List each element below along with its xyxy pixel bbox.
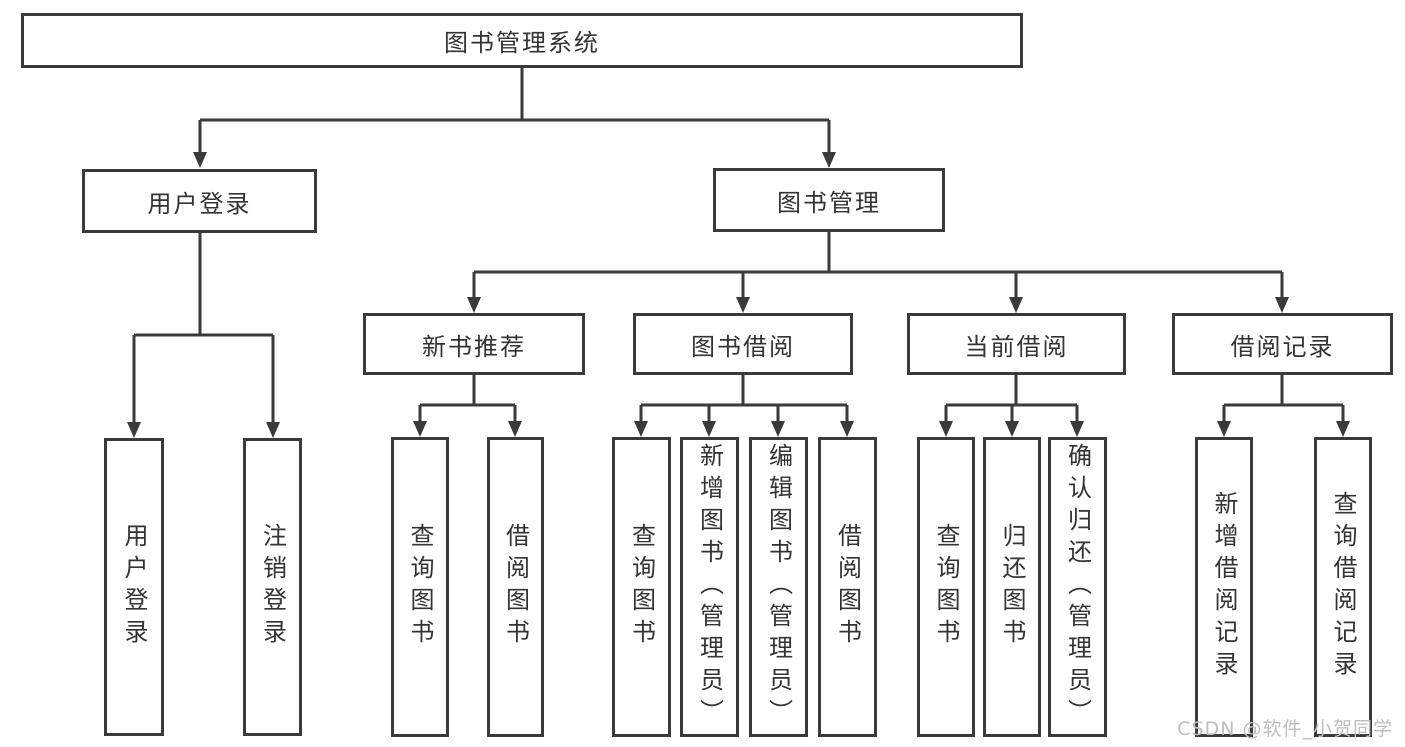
- node-label: 查询图书: [627, 523, 656, 651]
- node-edit-books-admin: 编辑图书（管理员）: [749, 437, 808, 737]
- node-label: 查询图书: [932, 523, 960, 651]
- node-label: 新增借阅记录: [1210, 491, 1238, 683]
- node-label: 用户登录: [120, 523, 148, 651]
- connector-path: [132, 68, 1345, 426]
- node-label: 图书管理系统: [444, 29, 600, 57]
- node-label: 确认归还（管理员）: [1063, 443, 1092, 731]
- node-label: 注销登录: [258, 523, 287, 651]
- node-user-login: 用户登录: [82, 169, 317, 233]
- node-logout-action: 注销登录: [243, 438, 302, 736]
- node-add-books-admin: 新增图书（管理员）: [680, 437, 739, 737]
- node-label: 新增图书（管理员）: [695, 443, 724, 731]
- node-book-management: 图书管理: [713, 168, 945, 232]
- node-user-login-action: 用户登录: [104, 438, 164, 736]
- node-add-borrow-record: 新增借阅记录: [1195, 437, 1253, 737]
- node-borrowing-records: 借阅记录: [1172, 313, 1393, 375]
- node-label: 新书推荐: [422, 332, 526, 361]
- node-label: 查询借阅记录: [1329, 491, 1357, 683]
- node-label: 图书借阅: [691, 332, 795, 361]
- node-label: 编辑图书（管理员）: [764, 443, 793, 731]
- node-return-books: 归还图书: [983, 437, 1041, 737]
- node-borrow-books-borrowing: 借阅图书: [818, 437, 877, 737]
- node-query-books-recommend: 查询图书: [391, 437, 449, 737]
- node-label: 图书管理: [777, 188, 881, 217]
- node-label: 当前借阅: [964, 332, 1069, 361]
- node-query-borrow-record: 查询借阅记录: [1314, 437, 1372, 737]
- node-label: 借阅图书: [501, 523, 530, 651]
- node-label: 查询图书: [406, 523, 434, 651]
- node-book-borrowing: 图书借阅: [633, 313, 853, 375]
- node-label: 用户登录: [147, 189, 252, 218]
- node-confirm-return-admin: 确认归还（管理员）: [1048, 437, 1107, 737]
- node-library-management-system: 图书管理系统: [21, 13, 1023, 68]
- node-borrow-books-recommend: 借阅图书: [487, 437, 544, 737]
- node-query-books-borrowing: 查询图书: [612, 437, 671, 737]
- node-label: 借阅图书: [833, 523, 862, 651]
- node-label: 借阅记录: [1230, 332, 1335, 361]
- node-label: 归还图书: [998, 523, 1026, 651]
- watermark: CSDN @软件_小贺同学: [1177, 718, 1393, 740]
- node-current-borrowing: 当前借阅: [907, 313, 1126, 375]
- node-query-books-current: 查询图书: [917, 437, 975, 737]
- node-new-book-recommendation: 新书推荐: [363, 313, 585, 375]
